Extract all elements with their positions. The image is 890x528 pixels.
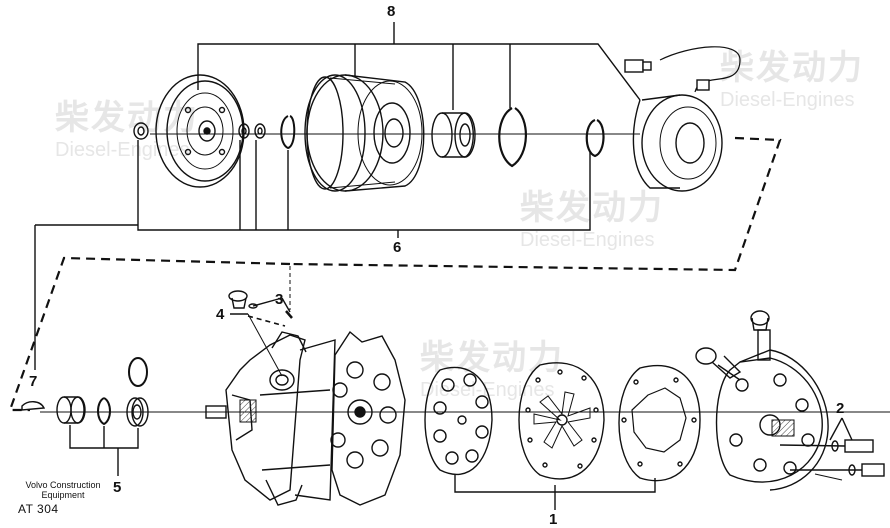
- snap-ring-middle: [498, 107, 527, 168]
- callout-2: 2: [836, 400, 845, 417]
- credit-block: Volvo Construction Equipment: [18, 480, 108, 500]
- pulley: [304, 74, 425, 192]
- callout-4: 4: [216, 306, 225, 323]
- callout-5: 5: [113, 479, 122, 496]
- leader-8: [197, 22, 641, 110]
- shaft-seal-parts: [56, 357, 149, 427]
- dashed-leader: [8, 136, 782, 412]
- rear-head: [695, 310, 829, 491]
- callout-6: 6: [393, 239, 402, 256]
- callout-3: 3: [275, 291, 284, 308]
- credit-line-1: Volvo Construction: [25, 480, 101, 490]
- hub-nut: [133, 122, 149, 140]
- valve-plate-1: [424, 366, 493, 476]
- coil-wire-connector: [624, 46, 741, 93]
- bearing: [431, 112, 476, 158]
- leader-3-4: [230, 297, 291, 377]
- valve-plate-gasket: [618, 364, 701, 482]
- woodruff-key: [21, 401, 46, 411]
- callout-8: 8: [387, 3, 396, 20]
- credit-line-2: Equipment: [41, 490, 85, 500]
- compressor-body: [205, 330, 406, 506]
- figure-code: AT 304: [18, 502, 59, 516]
- circlip-coil: [585, 118, 605, 158]
- field-coil: [632, 94, 723, 192]
- bolts: [779, 439, 885, 481]
- leader-2: [829, 417, 853, 441]
- callout-1: 1: [549, 511, 558, 528]
- leader-7: [34, 224, 138, 370]
- leader-6: [137, 140, 591, 238]
- snap-ring-front: [280, 115, 296, 150]
- shims: [238, 123, 266, 139]
- oil-plug: [228, 290, 293, 319]
- clutch-hub-plate: [155, 74, 245, 188]
- valve-plate-2: [518, 362, 605, 480]
- callout-7: 7: [29, 373, 38, 390]
